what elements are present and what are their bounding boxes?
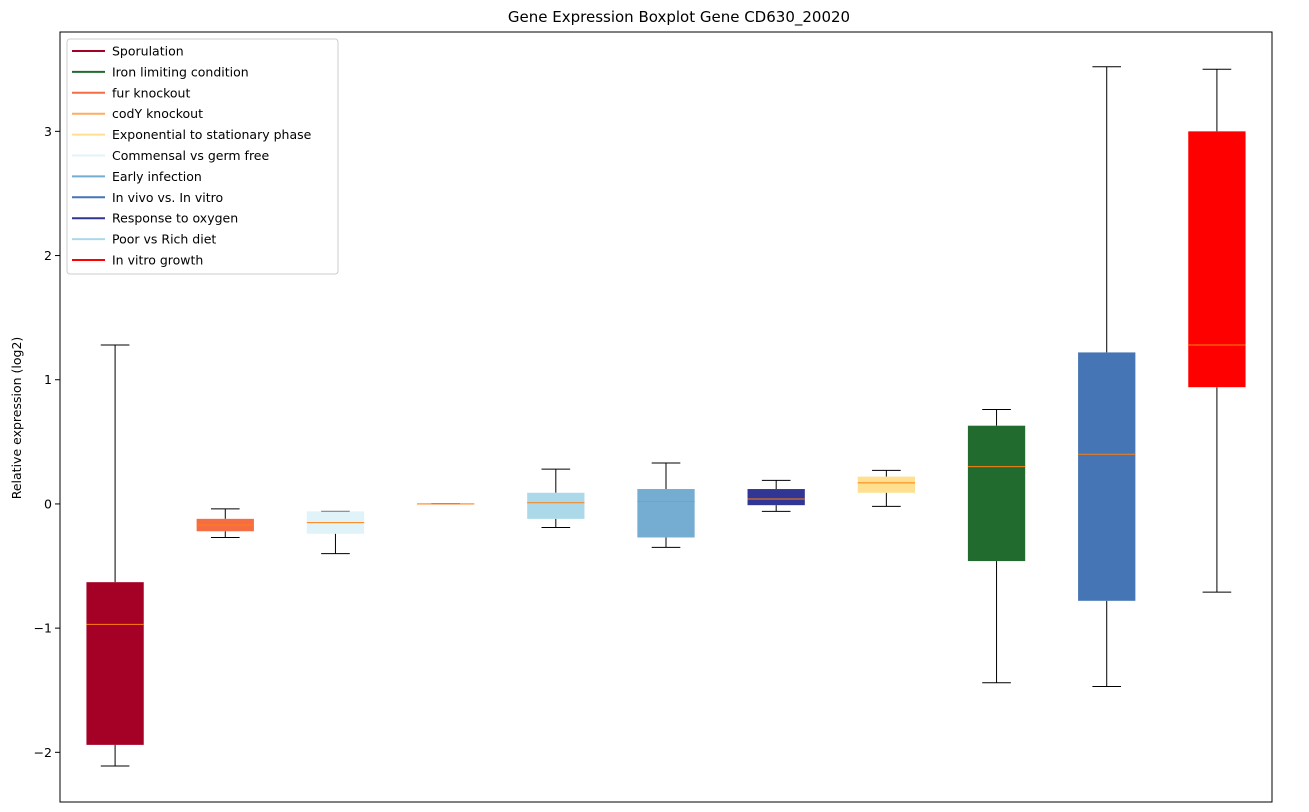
plot-frame xyxy=(59,31,1273,803)
box-10 xyxy=(1078,66,1136,687)
box-9 xyxy=(967,409,1026,684)
legend-label: Poor vs Rich diet xyxy=(112,232,216,247)
legend-label: In vitro growth xyxy=(112,253,203,268)
box-body xyxy=(527,492,585,519)
box-body xyxy=(857,476,916,493)
y-tick-label: 0 xyxy=(44,496,52,511)
box-8 xyxy=(857,469,916,507)
legend-label: Early infection xyxy=(112,169,202,184)
legend-item: Poor vs Rich diet xyxy=(72,232,216,247)
legend-label: fur knockout xyxy=(112,85,190,100)
legend-item: In vitro growth xyxy=(72,253,203,268)
legend-label: codY knockout xyxy=(112,106,203,121)
y-tick-label: 1 xyxy=(44,372,52,387)
box-5 xyxy=(527,468,585,529)
y-tick-label: 3 xyxy=(44,124,52,139)
box-body xyxy=(747,489,805,506)
legend-item: In vivo vs. In vitro xyxy=(72,190,223,205)
y-tick-label: −2 xyxy=(34,745,52,760)
legend-label: Commensal vs germ free xyxy=(112,148,269,163)
legend-label: Response to oxygen xyxy=(112,211,238,226)
boxes-group xyxy=(86,66,1246,767)
legend-item: Commensal vs germ free xyxy=(72,148,269,163)
box-body xyxy=(86,582,144,745)
legend-label: Exponential to stationary phase xyxy=(112,127,312,142)
y-tick-label: −1 xyxy=(34,621,52,636)
legend-frame xyxy=(66,38,339,275)
box-2 xyxy=(196,508,254,538)
box-1 xyxy=(86,344,144,767)
legend-item: Exponential to stationary phase xyxy=(72,127,312,142)
legend-label: Iron limiting condition xyxy=(112,64,249,79)
legend-label: In vivo vs. In vitro xyxy=(112,190,223,205)
legend-item: Early infection xyxy=(72,169,202,184)
box-body xyxy=(637,489,695,538)
legend-item: Iron limiting condition xyxy=(72,64,249,79)
chart-title: Gene Expression Boxplot Gene CD630_20020 xyxy=(508,8,850,27)
box-body xyxy=(1078,352,1136,601)
legend-item: Response to oxygen xyxy=(72,211,238,226)
legend-item: fur knockout xyxy=(72,85,190,100)
legend-item: Sporulation xyxy=(72,44,184,59)
box-body xyxy=(967,425,1026,562)
box-7 xyxy=(747,479,805,512)
box-body xyxy=(1188,131,1246,388)
legend-item: codY knockout xyxy=(72,106,203,121)
y-axis-label: Relative expression (log2) xyxy=(9,337,24,500)
y-tick-label: 2 xyxy=(44,248,52,263)
box-3 xyxy=(306,510,365,555)
box-4 xyxy=(416,503,475,505)
y-axis: −2 −1 0 1 2 3 xyxy=(34,124,60,760)
box-11 xyxy=(1188,68,1246,593)
legend-label: Sporulation xyxy=(112,44,184,59)
box-6 xyxy=(637,462,695,548)
